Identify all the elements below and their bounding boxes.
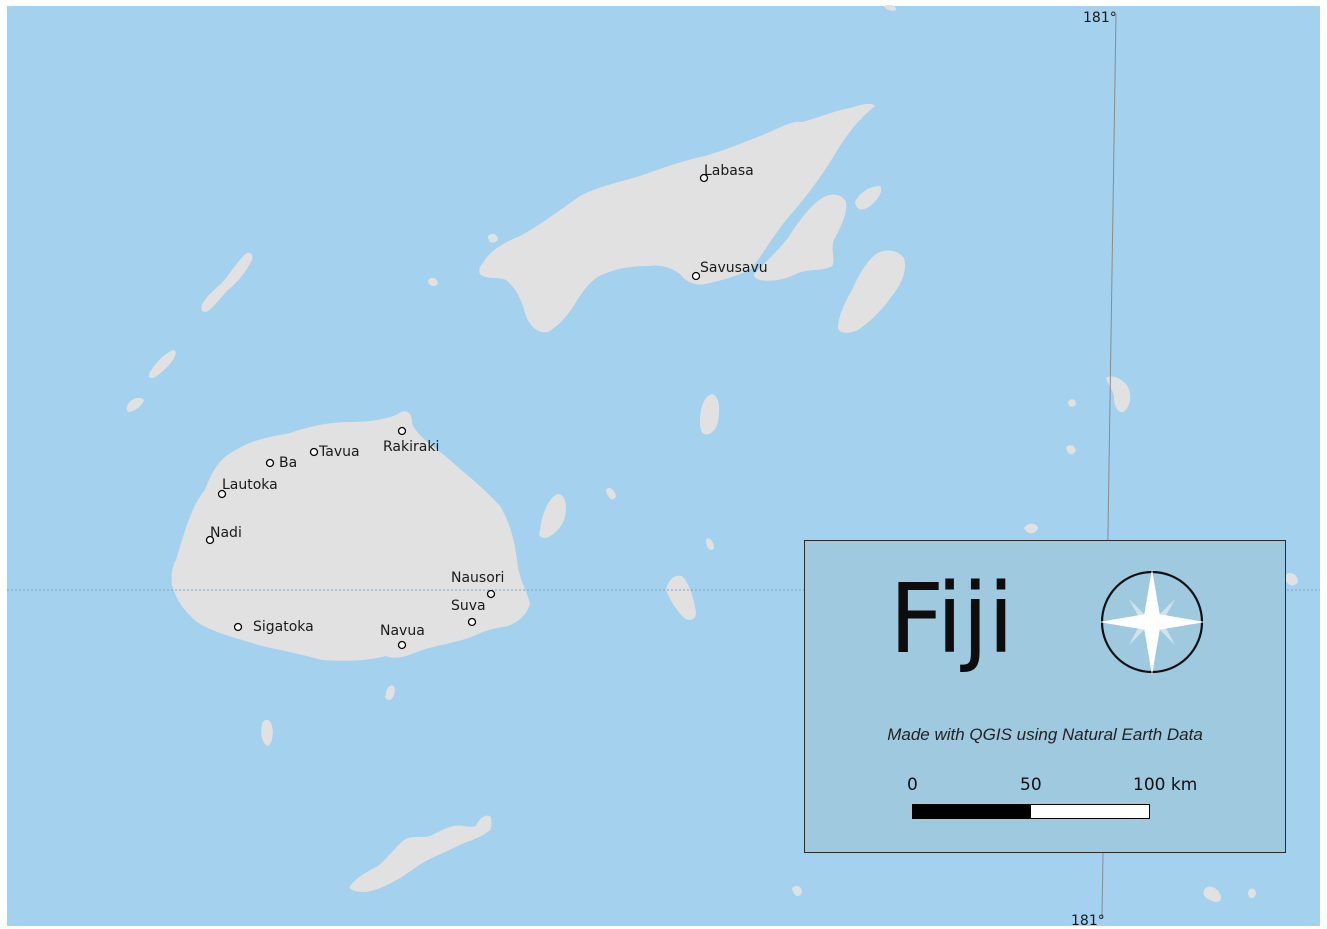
city-label: Tavua [318, 444, 360, 460]
city-marker-icon [699, 173, 709, 183]
city-marker-icon [397, 640, 407, 650]
scale-segment-black [912, 804, 1031, 819]
city-ba[interactable]: Ba [265, 455, 298, 471]
city-label: Navua [380, 623, 425, 639]
island-lau-4 [1068, 399, 1076, 407]
city-label: Lautoka [222, 477, 278, 493]
island-north-2 [428, 277, 438, 287]
meridian-label-top: 181° [1083, 10, 1117, 26]
island-mid-1 [606, 488, 616, 500]
data-credit: Made with QGIS using Natural Earth Data [887, 725, 1203, 744]
island-south-1 [792, 885, 802, 897]
city-label: Labasa [704, 163, 754, 179]
island-lau-2 [1066, 445, 1076, 455]
city-marker-icon [233, 622, 243, 632]
city-label: Nadi [210, 525, 242, 541]
island-north-east [884, 4, 896, 11]
island-lau-6 [1203, 886, 1222, 902]
scale-bar: 0 50 100 km [805, 771, 1287, 831]
city-label: Suva [451, 598, 486, 614]
island-lau-3 [1024, 523, 1038, 534]
legend-box: Fiji Made with QGIS using Natural Earth … [804, 540, 1286, 853]
island-lau-7 [1248, 888, 1256, 899]
island-yasawa [201, 252, 253, 312]
city-label: Savusavu [700, 260, 768, 276]
compass-rose-icon [1099, 569, 1205, 675]
city-lautoka[interactable]: Lautoka [217, 477, 278, 499]
city-marker-icon [691, 271, 701, 281]
city-label: Rakiraki [383, 439, 439, 455]
city-marker-icon [467, 617, 477, 627]
island-mid-2 [706, 538, 714, 550]
city-navua[interactable]: Navua [380, 623, 425, 650]
island-viti-levu [171, 411, 530, 661]
scale-label-0: 0 [907, 775, 918, 795]
city-marker-icon [265, 458, 275, 468]
city-rakiraki[interactable]: Rakiraki [383, 426, 439, 456]
island-qamea [753, 194, 847, 281]
city-marker-icon [309, 447, 319, 457]
scale-label-50: 50 [1020, 775, 1042, 795]
city-layer: Labasa Savusavu Rakiraki Tavua Ba Lautok… [205, 163, 768, 650]
island-gau [666, 575, 696, 620]
island-lau-1 [1106, 376, 1131, 413]
city-nausori[interactable]: Nausori [451, 570, 504, 599]
map-title: Fiji [889, 563, 1014, 675]
island-ovalau [539, 494, 566, 538]
island-koro [700, 394, 720, 435]
island-lau-5 [1284, 573, 1298, 586]
city-label: Ba [279, 455, 297, 471]
island-vatulele [261, 719, 273, 746]
scale-segment-white [1031, 804, 1150, 819]
island-east-1 [855, 186, 882, 210]
city-label: Sigatoka [253, 619, 314, 635]
city-suva[interactable]: Suva [451, 598, 486, 627]
city-marker-icon [397, 426, 407, 436]
city-nadi[interactable]: Nadi [205, 525, 242, 545]
city-labasa[interactable]: Labasa [699, 163, 754, 183]
city-marker-icon [217, 489, 227, 499]
city-marker-icon [205, 535, 215, 545]
island-north-1 [488, 233, 498, 243]
city-tavua[interactable]: Tavua [309, 444, 360, 460]
land-layer [126, 4, 1298, 902]
island-west-2 [126, 397, 144, 412]
island-beqa [385, 685, 395, 700]
city-savusavu[interactable]: Savusavu [691, 260, 768, 281]
island-west-1 [148, 350, 176, 378]
island-kadavu [349, 818, 492, 892]
island-vanua-levu [479, 103, 875, 333]
city-marker-icon [486, 589, 496, 599]
island-taveuni [838, 250, 906, 333]
scale-label-100: 100 km [1133, 775, 1198, 795]
city-label: Nausori [451, 570, 504, 586]
city-sigatoka[interactable]: Sigatoka [233, 619, 314, 635]
meridian-label-bottom: 181° [1071, 913, 1105, 929]
island-kadavu-islet [475, 815, 492, 832]
